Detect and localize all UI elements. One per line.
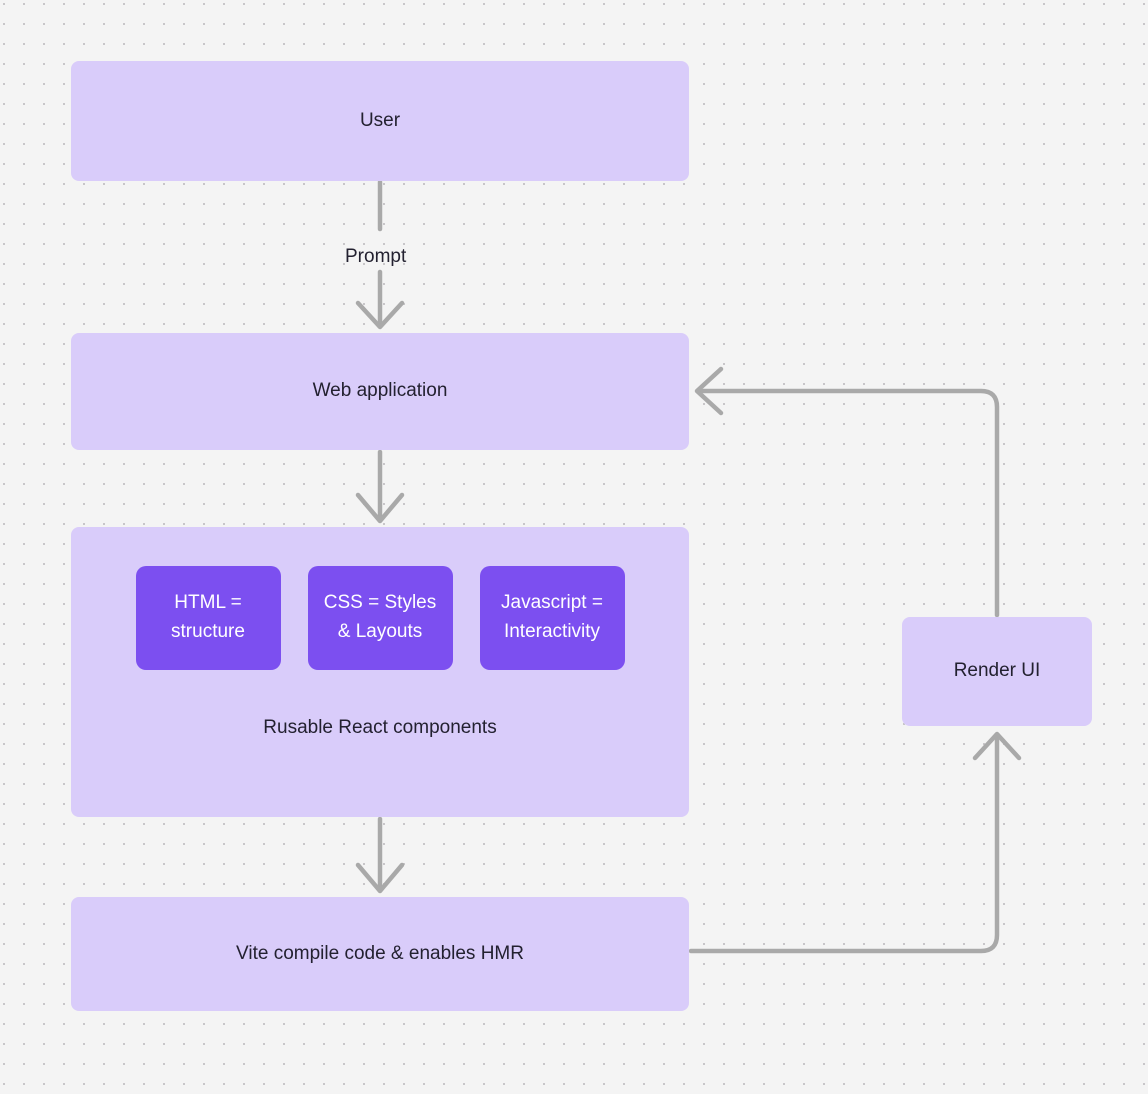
subnode-row: HTML = structure CSS = Styles & Layouts … bbox=[71, 566, 689, 670]
subnode-javascript-line1: Javascript = bbox=[501, 592, 603, 614]
node-vite[interactable]: Vite compile code & enables HMR bbox=[71, 897, 689, 1011]
subnode-javascript[interactable]: Javascript = Interactivity bbox=[479, 566, 625, 670]
subnode-css-line2: & Layouts bbox=[337, 621, 423, 642]
subnode-html-line1: HTML = bbox=[174, 592, 242, 614]
subnode-css[interactable]: CSS = Styles & Layouts bbox=[307, 566, 453, 670]
node-vite-label: Vite compile code & enables HMR bbox=[236, 942, 524, 964]
edge-components-to-vite bbox=[355, 816, 405, 894]
edge-label-prompt: Prompt bbox=[345, 246, 407, 267]
edge-webapp-to-components bbox=[355, 449, 405, 524]
edge-vite-to-render bbox=[688, 731, 1022, 954]
subnode-javascript-line2: Interactivity bbox=[503, 621, 601, 642]
node-react-components[interactable]: HTML = structure CSS = Styles & Layouts … bbox=[71, 527, 689, 817]
node-user-label: User bbox=[359, 109, 401, 131]
subnode-css-line1: CSS = Styles bbox=[323, 592, 437, 614]
node-render-ui[interactable]: Render UI bbox=[902, 617, 1092, 726]
edge-render-to-webapp bbox=[694, 366, 1000, 618]
subnode-html-line2: structure bbox=[171, 621, 245, 642]
node-user[interactable]: User bbox=[71, 61, 689, 181]
node-react-components-caption: Rusable React components bbox=[263, 717, 497, 738]
node-web-application-label: Web application bbox=[312, 380, 448, 402]
node-web-application[interactable]: Web application bbox=[71, 333, 689, 450]
node-render-ui-label: Render UI bbox=[953, 660, 1041, 682]
subnode-html[interactable]: HTML = structure bbox=[135, 566, 281, 670]
